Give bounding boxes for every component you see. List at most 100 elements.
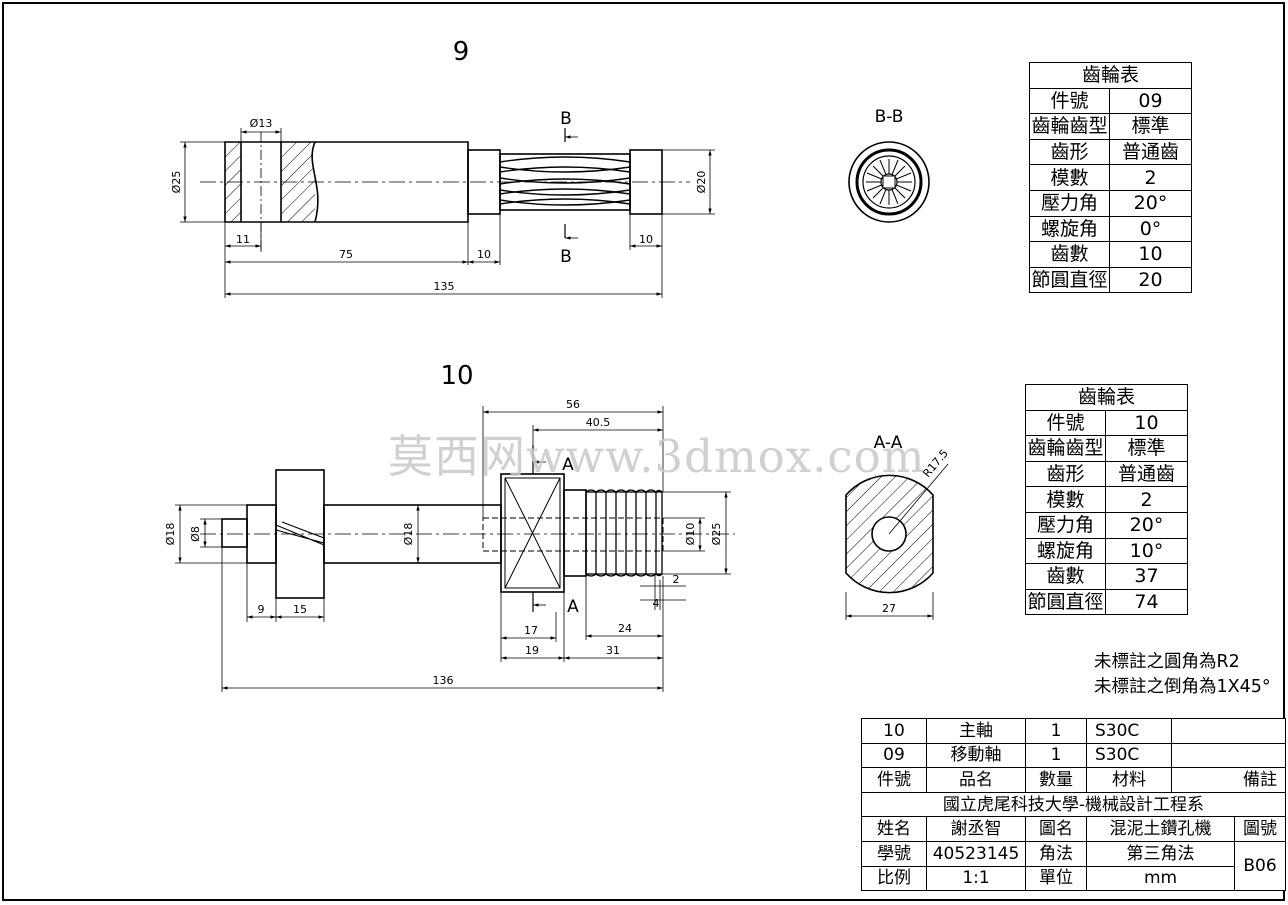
gear-val-teeth: 37: [1104, 563, 1189, 590]
part10-dim-d18b: Ø18: [402, 523, 415, 546]
scale-label: 比例: [861, 865, 927, 892]
gear-val-helix-angle: 10°: [1104, 537, 1189, 565]
part10-dim-2: 2: [673, 573, 680, 586]
gear-val-tooth-form: 普通齒: [1104, 460, 1189, 488]
part10-shaft: [221, 469, 663, 599]
section-aa-label: A-A: [874, 433, 903, 453]
part10-dim-56: 56: [566, 398, 580, 411]
part10-dim-9: 9: [258, 603, 265, 616]
parts-header-no: 件號: [861, 767, 927, 793]
section-bb-label: B-B: [875, 107, 904, 127]
gear-val-part-no: 10: [1104, 409, 1189, 437]
part10-dim-text: 56 40.5 Ø18 Ø8 Ø18 Ø10 Ø25 9 15 17 19 24…: [164, 398, 723, 687]
part10-dim-d8: Ø8: [189, 526, 202, 542]
part10-number: 10: [440, 361, 473, 391]
part10-dim-24: 24: [618, 622, 632, 635]
parts-header-qty: 數量: [1025, 767, 1087, 793]
parts-row-remark: [1171, 742, 1286, 769]
author-name: 謝丞智: [926, 816, 1026, 842]
part10-dim-4: 4: [653, 597, 660, 610]
gear-key-pitch-dia: 節圓直徑: [1025, 588, 1106, 616]
watermark: 莫西网www.3dmox.com: [388, 430, 926, 483]
part10-dim-31: 31: [606, 644, 620, 657]
section-bb-view: [848, 141, 930, 223]
cut-a-top: A: [562, 455, 574, 475]
parts-row-name: 移動軸: [926, 742, 1026, 769]
gear-key-teeth: 齒數: [1029, 241, 1110, 268]
student-id: 40523145: [926, 840, 1026, 867]
parts-row-qty: 1: [1025, 742, 1087, 769]
unit: mm: [1086, 865, 1235, 892]
gear-key-tooth-type: 齒輪齒型: [1029, 113, 1110, 140]
gear-table-title: 齒輪表: [1025, 384, 1188, 411]
part9-dim-d13: Ø13: [250, 117, 273, 130]
part9-number: 9: [453, 37, 470, 67]
name-label: 姓名: [861, 816, 927, 842]
part10-dimensions: [175, 406, 731, 692]
gear-val-module: 2: [1104, 486, 1189, 513]
gear-val-tooth-type: 標準: [1108, 113, 1193, 140]
parts-header-name: 品名: [926, 767, 1026, 793]
part10-dim-d25: Ø25: [710, 523, 723, 546]
parts-row-remark: [1171, 718, 1286, 744]
gear-val-teeth: 10: [1108, 241, 1193, 268]
parts-row-name: 主軸: [926, 718, 1026, 744]
drawing-name-label: 圖名: [1025, 816, 1087, 842]
gear-key-tooth-type: 齒輪齒型: [1025, 435, 1106, 462]
part10-dim-15: 15: [293, 603, 307, 616]
parts-header-material: 材料: [1086, 767, 1172, 793]
part10-dim-19: 19: [525, 644, 539, 657]
gear-key-helix-angle: 螺旋角: [1029, 215, 1110, 243]
section-aa-view: [845, 463, 949, 620]
gear-key-part-no: 件號: [1025, 409, 1106, 437]
part9-dimensions: [180, 128, 715, 298]
gear-key-module: 模數: [1029, 164, 1110, 191]
gear-key-module: 模數: [1025, 486, 1106, 513]
gear-val-tooth-form: 普通齒: [1108, 138, 1193, 166]
gear-val-module: 2: [1108, 164, 1193, 191]
part9-dim-d25: Ø25: [170, 171, 183, 194]
gear-val-pitch-dia: 20: [1108, 266, 1193, 294]
gear-val-pitch-dia: 74: [1104, 588, 1189, 616]
projection: 第三角法: [1086, 840, 1235, 867]
projection-label: 角法: [1025, 840, 1087, 867]
note-chamfer: 未標註之倒角為1X45°: [1094, 677, 1271, 697]
part10-dim-d18a: Ø18: [164, 523, 177, 546]
part10-dim-40-5: 40.5: [586, 416, 611, 429]
gear-val-pressure-angle: 20°: [1108, 189, 1193, 217]
part10-dim-d10: Ø10: [684, 523, 697, 546]
parts-row-material: S30C: [1086, 718, 1172, 744]
section-aa-dim-27: 27: [882, 602, 896, 615]
parts-header-remark: 備註: [1171, 767, 1286, 793]
gear-key-pressure-angle: 壓力角: [1025, 511, 1106, 539]
part9-dim-75: 75: [339, 248, 353, 261]
part9-dim-d20: Ø20: [695, 171, 708, 194]
gear-key-pitch-dia: 節圓直徑: [1029, 266, 1110, 294]
drawing-no: B06: [1234, 840, 1286, 892]
part10-dim-17: 17: [524, 624, 538, 637]
gear-val-tooth-type: 標準: [1104, 435, 1189, 462]
gear-key-tooth-form: 齒形: [1029, 138, 1110, 166]
parts-row-no: 10: [861, 718, 927, 744]
part9-dim-10b: 10: [639, 233, 653, 246]
cut-b-bottom: B: [560, 247, 572, 267]
part9-dim-text: Ø13 Ø25 Ø20 11 75 10 10 135: [170, 117, 708, 293]
scale: 1:1: [926, 865, 1026, 892]
cut-a-bottom: A: [567, 597, 579, 617]
gear-table-title: 齒輪表: [1029, 62, 1192, 89]
note-fillet: 未標註之圓角為R2: [1094, 652, 1240, 672]
parts-row-qty: 1: [1025, 718, 1087, 744]
part9-dim-10a: 10: [477, 248, 491, 261]
drawing-name: 混泥土鑽孔機: [1086, 816, 1235, 842]
unit-label: 單位: [1025, 865, 1087, 892]
cut-b-top: B: [560, 109, 572, 129]
gear-key-part-no: 件號: [1029, 87, 1110, 115]
gear-key-tooth-form: 齒形: [1025, 460, 1106, 488]
parts-row-material: S30C: [1086, 742, 1172, 769]
gear-key-helix-angle: 螺旋角: [1025, 537, 1106, 565]
drawing-no-label: 圖號: [1234, 816, 1286, 842]
